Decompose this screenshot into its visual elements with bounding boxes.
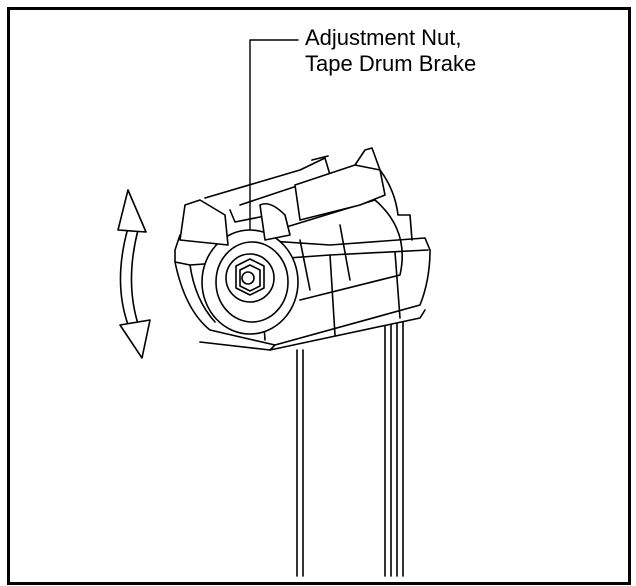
support-rods [296,319,404,577]
callout-label-line-2: Tape Drum Brake [305,51,477,76]
brake-shoes [179,147,413,246]
callout-label-line-1: Adjustment Nut, [305,25,462,50]
adjustment-nut-icon [225,253,275,303]
leader-line [249,39,299,271]
rotation-arrow-icon [117,189,151,359]
